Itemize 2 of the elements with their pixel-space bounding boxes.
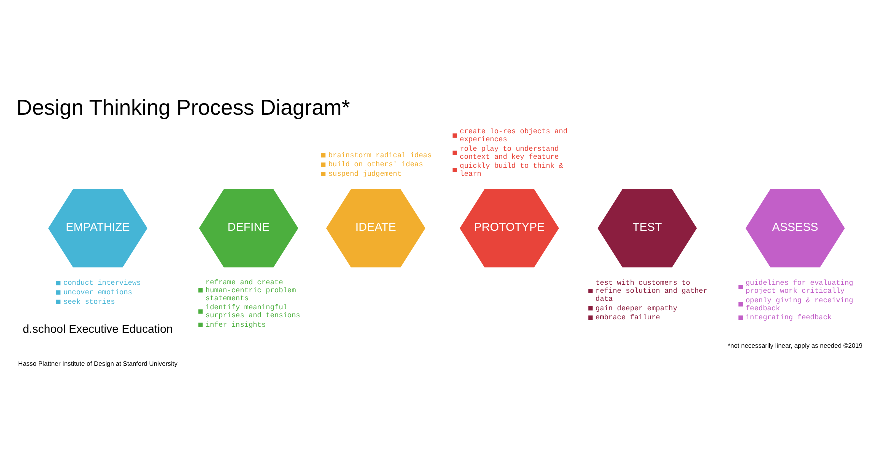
diagram-title: Design Thinking Process Diagram* — [16, 96, 350, 120]
label: d.school Executive Education — [23, 324, 174, 336]
